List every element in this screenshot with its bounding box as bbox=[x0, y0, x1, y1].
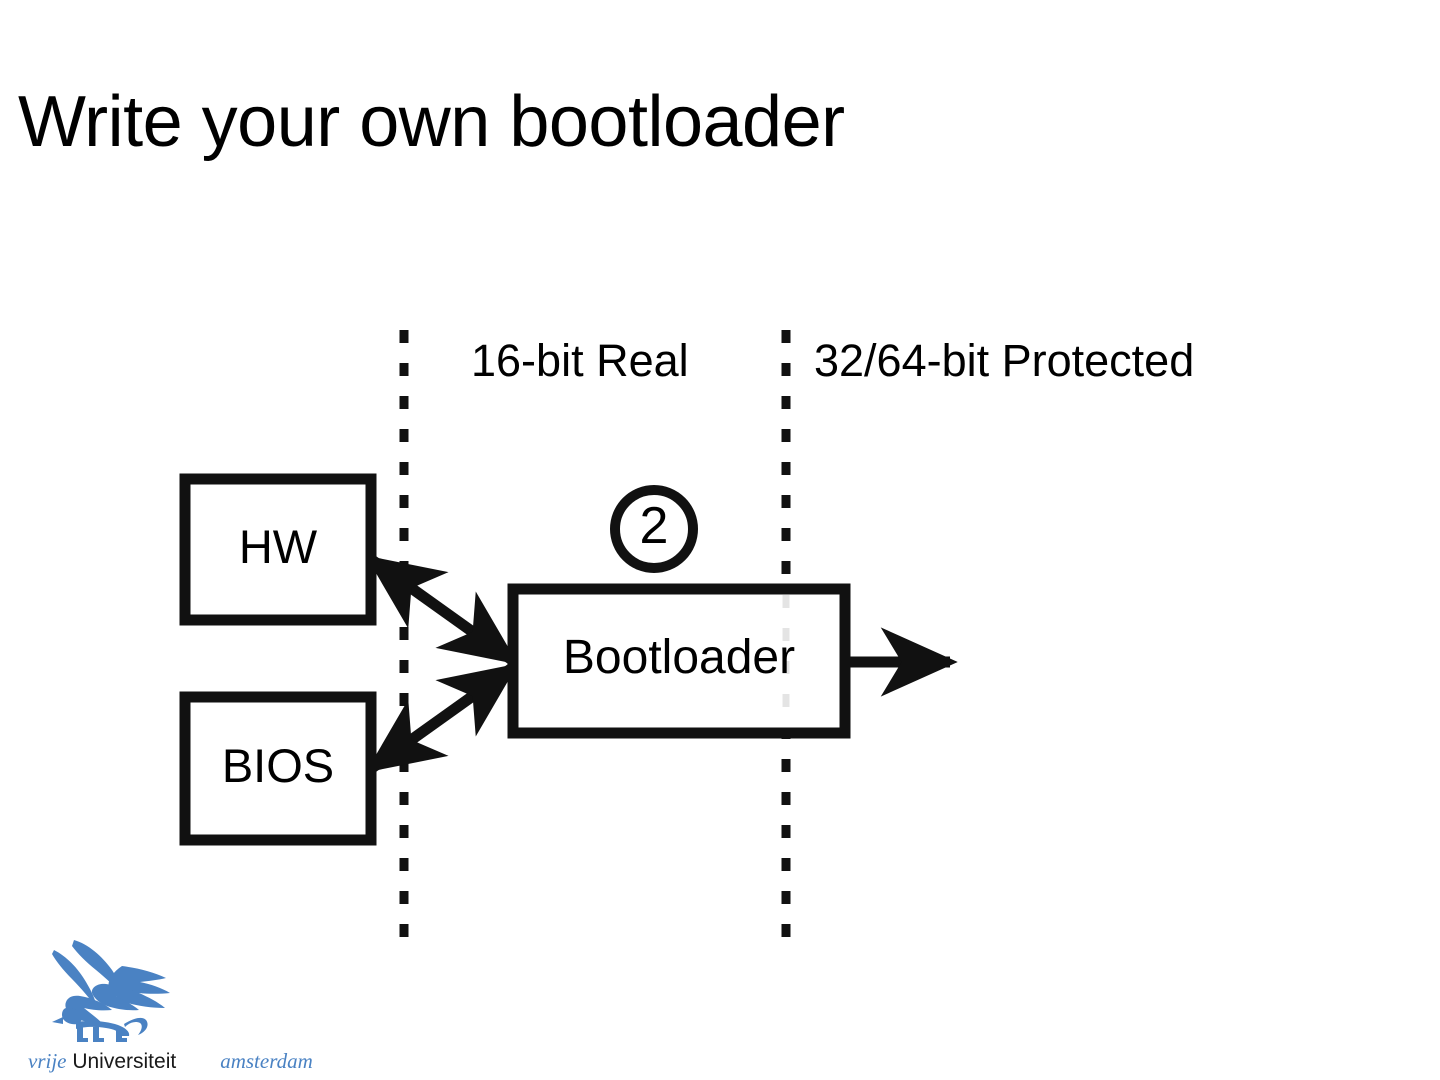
block-bootloader bbox=[507, 583, 851, 739]
vu-wordmark-vrije: vrije bbox=[28, 1049, 67, 1073]
vu-griffin-icon bbox=[52, 940, 170, 1042]
block-bios-label: BIOS bbox=[221, 739, 335, 792]
mode-label-real-mode: 16-bit Real bbox=[471, 335, 689, 386]
block-hw-label: HW bbox=[238, 520, 318, 573]
vu-wordmark: vrije Universiteit amsterdam bbox=[28, 1048, 313, 1074]
vu-wordmark-amsterdam: amsterdam bbox=[220, 1049, 313, 1073]
mode-label-protected-mode: 32/64-bit Protected bbox=[814, 335, 1195, 386]
step-badge-label: 2 bbox=[639, 497, 669, 555]
block-hw bbox=[179, 473, 377, 626]
vu-wordmark-universiteit: Universiteit bbox=[72, 1050, 177, 1073]
connector-hw-bootloader bbox=[365, 555, 519, 665]
step-badge-circle bbox=[610, 485, 698, 573]
block-bios bbox=[179, 691, 377, 846]
connector-bios-bootloader bbox=[365, 663, 519, 773]
page-title: Write your own bootloader bbox=[18, 82, 845, 162]
vu-amsterdam-logo: vrije Universiteit amsterdam bbox=[28, 938, 318, 1080]
block-bootloader-label: Bootloader bbox=[562, 631, 796, 684]
